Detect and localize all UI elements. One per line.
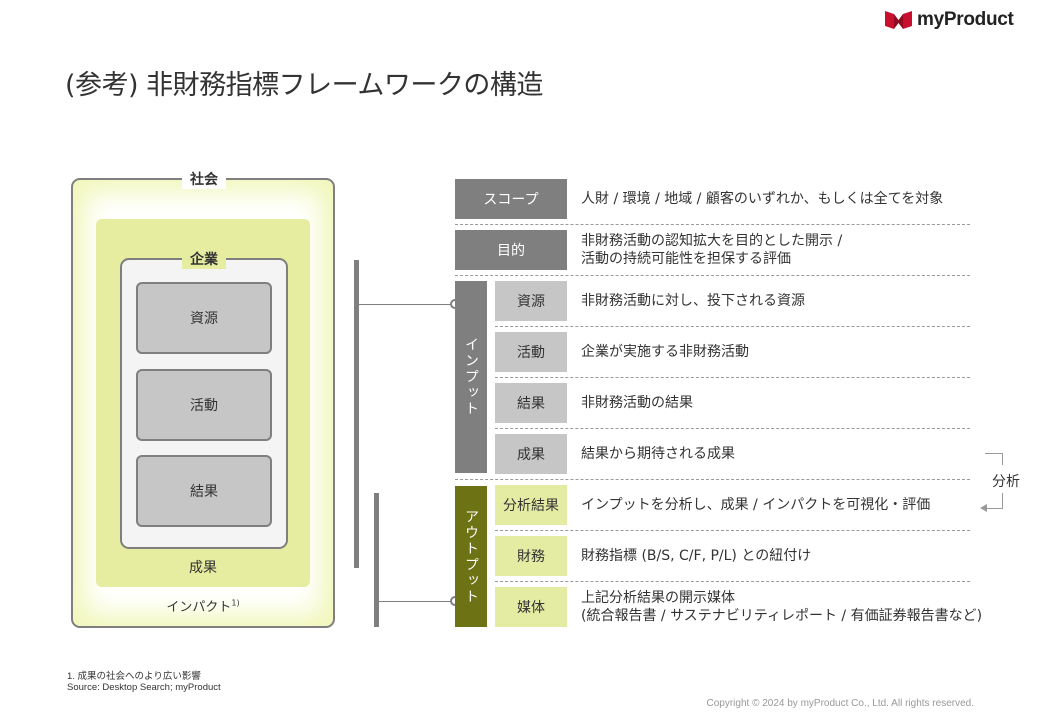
separator	[495, 530, 970, 531]
copyright: Copyright © 2024 by myProduct Co., Ltd. …	[706, 698, 975, 709]
output-media-desc-line1: 上記分析結果の開示媒体	[581, 590, 735, 606]
input-connector-line	[359, 304, 455, 305]
output-connector-line	[379, 601, 455, 602]
scope-header: スコープ	[455, 179, 567, 219]
purpose-desc: 非財務活動の認知拡大を目的とした開示 / 活動の持続可能性を担保する評価	[581, 232, 842, 268]
input-result-cell: 結果	[495, 383, 567, 423]
footnote: 1. 成果の社会へのより広い影響 Source: Desktop Search;…	[67, 671, 221, 693]
scope-desc: 人財 / 環境 / 地域 / 顧客のいずれか、もしくは全てを対象	[581, 191, 944, 207]
impact-footnote-marker: 1)	[231, 598, 240, 608]
brand-name: myProduct	[917, 9, 1014, 30]
output-side-text: アウトプット	[463, 508, 479, 605]
output-finance-desc: 財務指標 (B/S, C/F, P/L) との紐付け	[581, 548, 812, 564]
separator	[455, 224, 970, 225]
purpose-desc-line1: 非財務活動の認知拡大を目的とした開示 /	[581, 233, 843, 249]
analysis-label: 分析	[992, 474, 1020, 490]
output-finance-cell: 財務	[495, 536, 567, 576]
input-activity-desc: 企業が実施する非財務活動	[581, 344, 749, 360]
enterprise-label: 企業	[182, 249, 226, 269]
output-media-desc-line2: (統合報告書 / サステナビリティレポート / 有価証券報告書など)	[581, 608, 983, 624]
input-side-label: インプット	[455, 281, 487, 473]
separator	[495, 428, 970, 429]
purpose-header: 目的	[455, 230, 567, 270]
society-label: 社会	[182, 169, 226, 189]
input-result-desc: 非財務活動の結果	[581, 395, 693, 411]
output-side-label: アウトプット	[455, 486, 487, 627]
output-media-cell: 媒体	[495, 587, 567, 627]
result-box: 結果	[136, 455, 272, 527]
footnote-source: Source: Desktop Search; myProduct	[67, 682, 221, 693]
analysis-bracket-gap	[996, 465, 1008, 493]
brand-logo: myProduct	[885, 9, 1035, 31]
activity-box: 活動	[136, 369, 272, 441]
separator	[455, 275, 970, 276]
input-outcome-desc: 結果から期待される成果	[581, 446, 735, 462]
separator	[495, 581, 970, 582]
output-bracket-bar	[374, 493, 379, 627]
input-resource-desc: 非財務活動に対し、投下される資源	[581, 293, 805, 309]
impact-label: インパクト1)	[150, 596, 256, 615]
output-analysis-desc: インプットを分析し、成果 / インパクトを可視化・評価	[581, 497, 931, 513]
input-side-text: インプット	[463, 337, 479, 417]
page-title: (参考) 非財務指標フレームワークの構造	[65, 70, 543, 101]
brand-mark-icon	[885, 11, 912, 29]
output-analysis-cell: 分析結果	[495, 485, 567, 525]
output-media-desc: 上記分析結果の開示媒体 (統合報告書 / サステナビリティレポート / 有価証券…	[581, 589, 982, 625]
separator	[455, 479, 970, 480]
input-resource-cell: 資源	[495, 281, 567, 321]
footnote-line1: 1. 成果の社会へのより広い影響	[67, 671, 201, 682]
input-bracket-bar	[354, 260, 359, 568]
impact-label-text: インパクト	[166, 600, 232, 615]
outcome-label: 成果	[189, 560, 217, 576]
purpose-desc-line2: 活動の持続可能性を担保する評価	[581, 251, 791, 267]
resource-box: 資源	[136, 282, 272, 354]
separator	[495, 326, 970, 327]
separator	[495, 377, 970, 378]
input-outcome-cell: 成果	[495, 434, 567, 474]
input-activity-cell: 活動	[495, 332, 567, 372]
arrow-left-icon	[980, 504, 987, 512]
